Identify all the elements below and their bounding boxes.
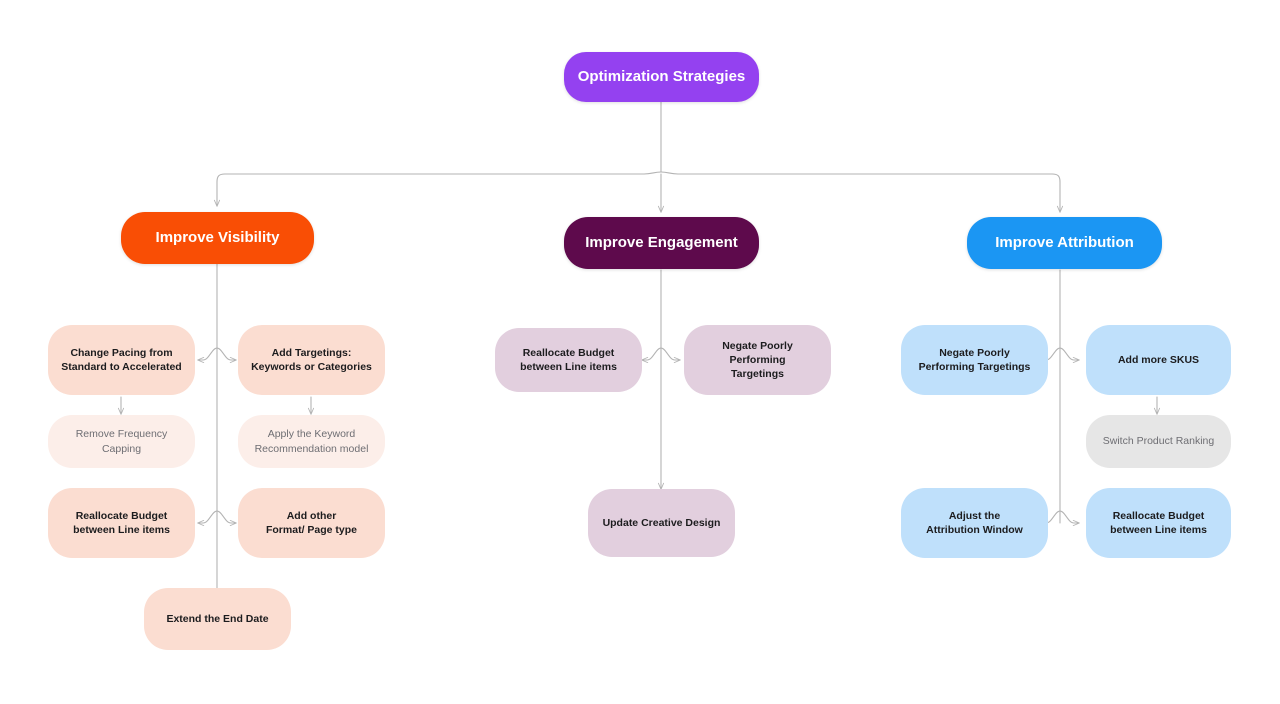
node-apply-keyword-recommendation-model[interactable]: Apply the Keyword Recommendation model bbox=[238, 415, 385, 468]
node-adjust-attribution-window[interactable]: Adjust the Attribution Window bbox=[901, 488, 1048, 558]
node-visibility-reallocate-budget[interactable]: Reallocate Budget between Line items bbox=[48, 488, 195, 558]
edge-visibility-row1-right bbox=[216, 347, 237, 364]
node-update-creative-design[interactable]: Update Creative Design bbox=[588, 489, 735, 557]
edge-engagement-row1-left bbox=[641, 347, 662, 364]
edge-attribution-row3-right bbox=[1059, 510, 1080, 527]
node-root-optimization-strategies[interactable]: Optimization Strategies bbox=[564, 52, 759, 102]
node-engagement-negate-poorly-performing-targetings[interactable]: Negate Poorly Performing Targetings bbox=[684, 325, 831, 395]
node-add-other-format-page-type[interactable]: Add other Format/ Page type bbox=[238, 488, 385, 558]
node-branch-improve-visibility[interactable]: Improve Visibility bbox=[121, 212, 314, 264]
node-switch-product-ranking[interactable]: Switch Product Ranking bbox=[1086, 415, 1231, 468]
edge-visibility-row3-left bbox=[197, 510, 218, 527]
edge-engagement-row1-right bbox=[660, 347, 681, 364]
node-branch-improve-attribution[interactable]: Improve Attribution bbox=[967, 217, 1162, 269]
edge-attribution-row1-right bbox=[1059, 347, 1080, 364]
edge-root-to-visibility bbox=[213, 171, 662, 207]
node-extend-the-end-date[interactable]: Extend the End Date bbox=[144, 588, 291, 650]
node-attribution-negate-poorly-performing-targetings[interactable]: Negate Poorly Performing Targetings bbox=[901, 325, 1048, 395]
edge-root-to-attribution bbox=[660, 171, 1064, 213]
edge-visibility-row1-left bbox=[197, 347, 218, 364]
node-add-targetings[interactable]: Add Targetings: Keywords or Categories bbox=[238, 325, 385, 395]
node-engagement-reallocate-budget[interactable]: Reallocate Budget between Line items bbox=[495, 328, 642, 392]
node-branch-improve-engagement[interactable]: Improve Engagement bbox=[564, 217, 759, 269]
node-change-pacing[interactable]: Change Pacing from Standard to Accelerat… bbox=[48, 325, 195, 395]
node-attribution-reallocate-budget[interactable]: Reallocate Budget between Line items bbox=[1086, 488, 1231, 558]
node-remove-frequency-capping[interactable]: Remove Frequency Capping bbox=[48, 415, 195, 468]
node-add-more-skus[interactable]: Add more SKUS bbox=[1086, 325, 1231, 395]
edge-visibility-row3-right bbox=[216, 510, 237, 527]
